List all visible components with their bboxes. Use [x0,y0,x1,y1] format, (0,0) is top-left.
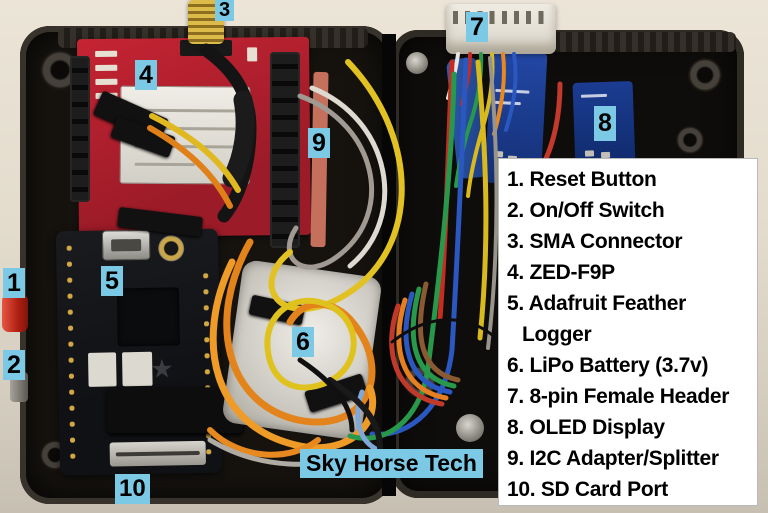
pin-header-strip [70,56,90,202]
screw [406,52,428,74]
legend-item-1: 1. Reset Button [507,168,657,191]
marker-10-sd-card-port: 10 [115,474,150,504]
legend-item-3: 3. SMA Connector [507,230,683,253]
legend-item-9: 9. I2C Adapter/Splitter [507,447,719,470]
screw-post [676,126,704,154]
legend-item-7: 7. 8-pin Female Header [507,385,730,408]
brand-label: Sky Horse Tech [300,449,483,478]
marker-1-reset-button: 1 [3,268,25,298]
marker-3-sma-connector: 3 [215,0,235,21]
marker-4-zed-f9p: 4 [135,60,157,90]
legend-item-5-continuation: Logger [522,323,592,346]
eight-pin-female-header [446,4,556,54]
legend-item-4: 4. ZED-F9P [507,261,615,284]
parts-legend: 1. Reset Button 2. On/Off Switch 3. SMA … [498,158,758,506]
marker-2-on-off-switch: 2 [3,350,25,380]
marker-7-female-header: 7 [466,12,488,42]
micro-usb-port [101,229,151,261]
feather-pin-holes [198,268,217,465]
standoff-hole [404,366,436,398]
screw-post [688,58,722,92]
marker-9-i2c-splitter: 9 [308,128,330,158]
screw [456,414,484,442]
reset-button [2,294,28,332]
feather-star-logo-icon: ★ [150,353,174,384]
enclosure-top-rim-right [548,32,736,52]
marker-8-oled-display: 8 [594,106,616,141]
legend-item-5: 5. Adafruit Feather [507,292,687,315]
i2c-adapter-splitter-board [310,71,329,248]
enclosure-hinge-gap [382,34,396,496]
feather-pin-holes [62,241,81,468]
pin-header-strip [270,52,300,248]
adafruit-feather-logger-board: ★ [55,228,244,476]
legend-item-10: 10. SD Card Port [507,478,668,501]
microcontroller-chip [116,287,180,347]
legend-item-2: 2. On/Off Switch [507,199,665,222]
legend-item-8: 8. OLED Display [507,416,665,439]
marker-5-feather-logger: 5 [101,266,123,296]
legend-item-6: 6. LiPo Battery (3.7v) [507,354,709,377]
sd-card-slot [109,440,206,467]
marker-6-lipo-battery: 6 [292,327,314,357]
mount-hole [157,235,185,262]
